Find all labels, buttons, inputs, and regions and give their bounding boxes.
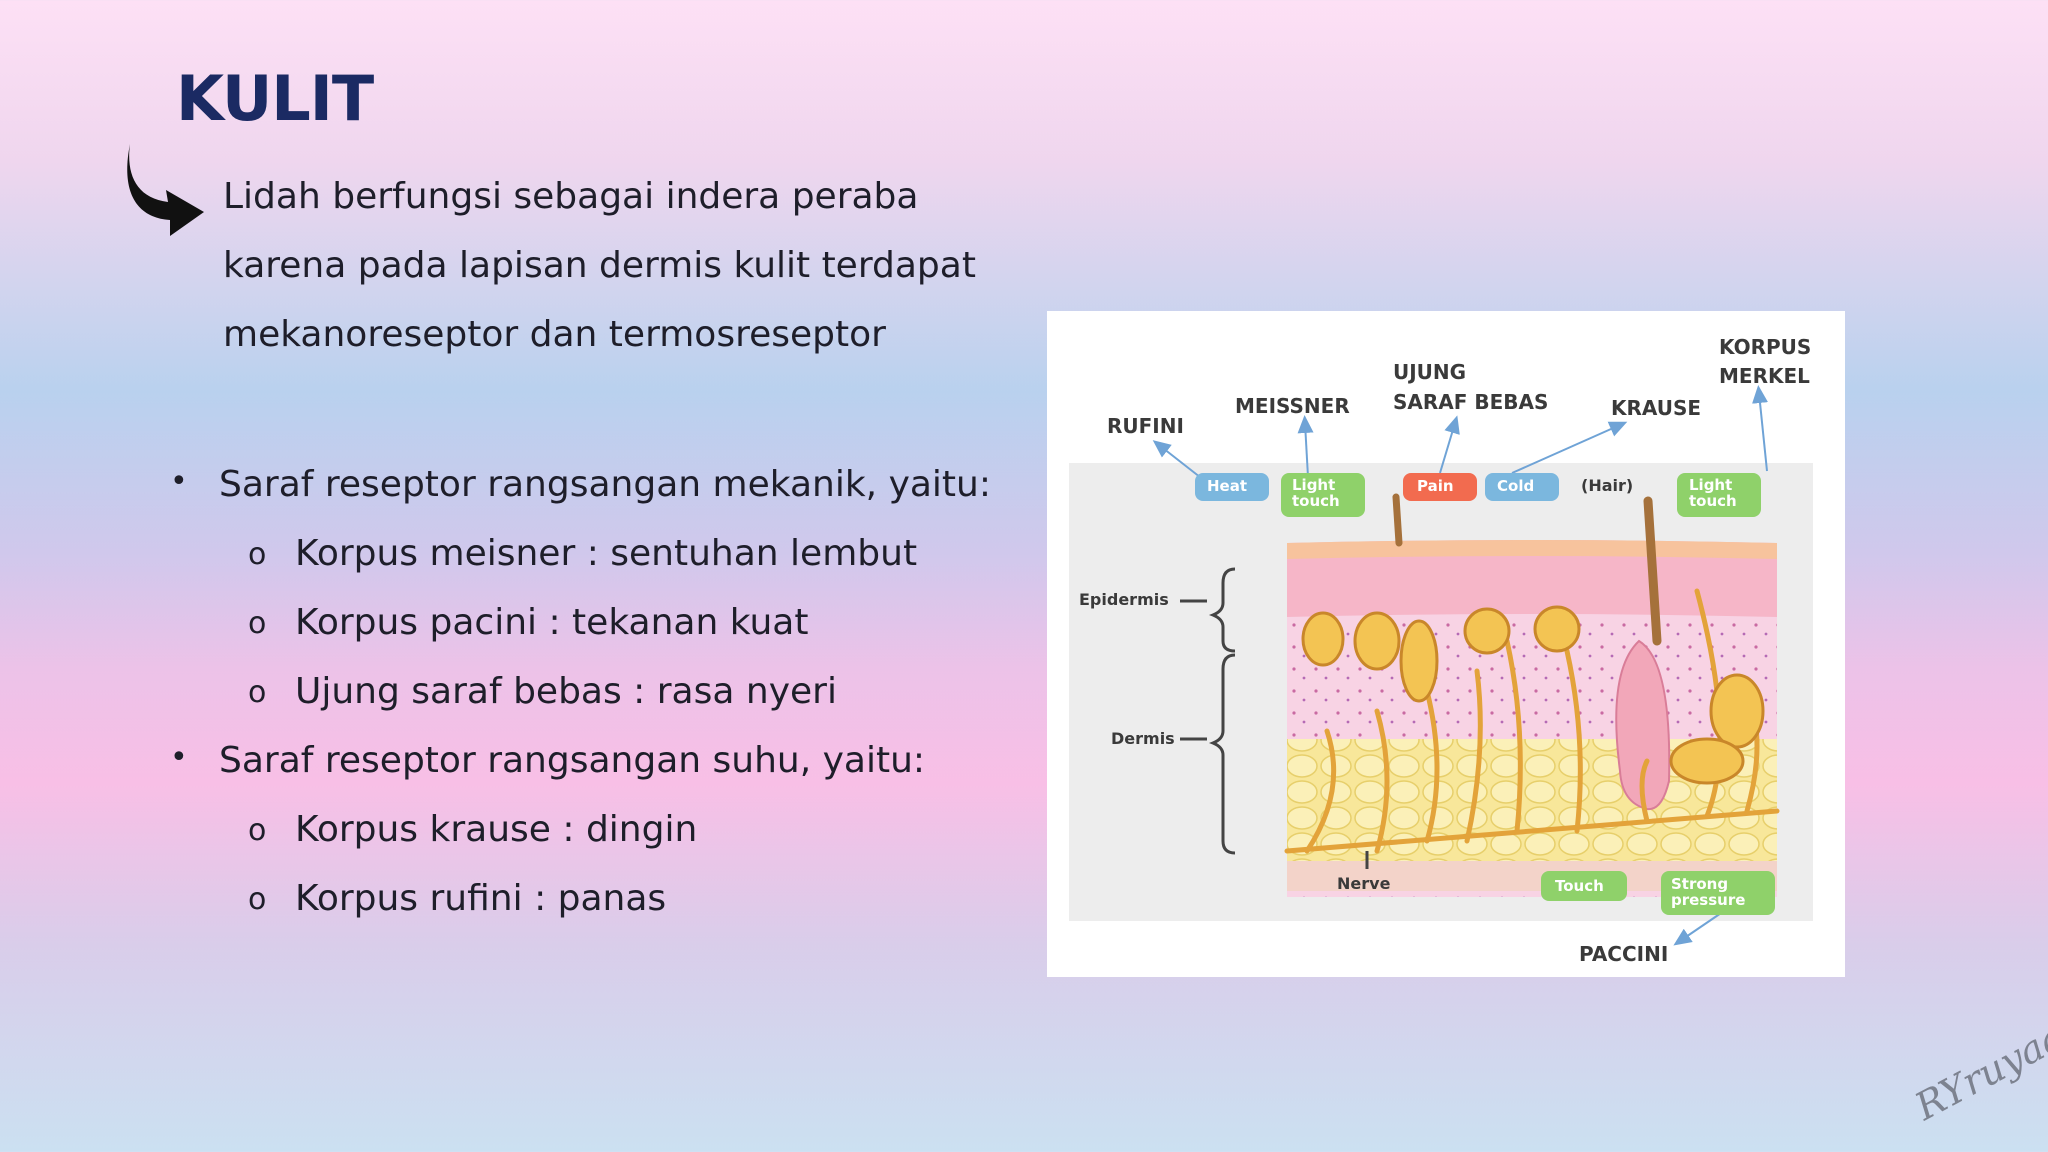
- tag-touch-text: Touch: [1555, 877, 1604, 895]
- tag-strong-text: Strong: [1671, 875, 1728, 893]
- tag-strong-pressure: Strong pressure: [1661, 871, 1775, 915]
- tag-cold-text: Cold: [1497, 477, 1534, 495]
- bullet-text: Saraf reseptor rangsangan suhu, yaitu:: [219, 740, 926, 781]
- intro-line: mekanoreseptor dan termosreseptor: [223, 314, 886, 355]
- tag-heat-text: Heat: [1207, 477, 1247, 495]
- tag-light-touch-2: Light touch: [1677, 473, 1761, 517]
- tag-pain-text: Pain: [1417, 477, 1454, 495]
- intro-line: Lidah berfungsi sebagai indera peraba: [223, 176, 919, 217]
- label-arrows: [1152, 385, 1768, 946]
- label-korpus: KORPUS: [1719, 335, 1811, 359]
- label-meissner: MEISSNER: [1235, 394, 1350, 418]
- sub-bullet-marker: o: [248, 882, 267, 917]
- tag-light-text: Light: [1689, 476, 1732, 494]
- intro-paragraph: Lidah berfungsi sebagai indera peraba ka…: [223, 162, 983, 369]
- layer-brackets: [1180, 567, 1369, 869]
- label-krause: KRAUSE: [1611, 396, 1701, 420]
- sub-bullet-marker: o: [248, 606, 267, 641]
- sub-bullet-text: Korpus meisner : sentuhan lembut: [295, 533, 918, 574]
- sub-bullet-text: Korpus rufini : panas: [295, 878, 667, 919]
- intro-line: karena pada lapisan dermis kulit terdapa…: [223, 245, 976, 286]
- label-paccini: PACCINI: [1579, 942, 1668, 966]
- receptor-corpuscles: [1301, 605, 1765, 785]
- sub-bullet-marker: o: [248, 537, 267, 572]
- label-ujung: UJUNG: [1393, 360, 1466, 384]
- sub-bullet-text: Korpus krause : dingin: [295, 809, 698, 850]
- sub-bullet-text: Ujung saraf bebas : rasa nyeri: [295, 671, 837, 712]
- slide-title: KULIT: [176, 62, 374, 135]
- bullet-marker: •: [170, 740, 188, 775]
- tag-light-touch-1: Light touch: [1281, 473, 1365, 517]
- tag-light-text: Light: [1292, 476, 1335, 494]
- hair-follicle: [1392, 493, 1671, 811]
- label-dermis: Dermis: [1111, 729, 1175, 748]
- bullet-text: Saraf reseptor rangsangan mekanik, yaitu…: [219, 464, 991, 505]
- watermark: RYruyaa: [1908, 1013, 2048, 1129]
- curved-arrow-icon: [127, 144, 204, 236]
- bullet-marker: •: [170, 464, 188, 499]
- label-saraf-bebas: SARAF BEBAS: [1393, 390, 1548, 414]
- label-merkel: MERKEL: [1719, 364, 1810, 388]
- label-epidermis: Epidermis: [1079, 590, 1169, 609]
- skin-receptor-diagram: RUFINI MEISSNER UJUNG SARAF BEBAS KRAUSE…: [1047, 311, 1845, 977]
- tag-heat: Heat: [1195, 473, 1269, 501]
- sub-bullet-marker: o: [248, 813, 267, 848]
- sub-bullet-text: Korpus pacini : tekanan kuat: [295, 602, 809, 643]
- tag-touch: Touch: [1541, 871, 1627, 901]
- sub-bullet-marker: o: [248, 675, 267, 710]
- tag-pressure-text: pressure: [1671, 891, 1745, 909]
- label-nerve: Nerve: [1337, 874, 1391, 893]
- skin-cross-section-illustration: RUFINI MEISSNER UJUNG SARAF BEBAS KRAUSE…: [1069, 335, 1813, 966]
- tag-pain: Pain: [1403, 473, 1477, 501]
- skin-block: [1287, 540, 1777, 897]
- label-rufini: RUFINI: [1107, 414, 1184, 438]
- tag-touch-text: touch: [1292, 492, 1340, 510]
- tag-hair-text: (Hair): [1581, 476, 1633, 495]
- tag-cold: Cold: [1485, 473, 1559, 501]
- tag-touch-text: touch: [1689, 492, 1737, 510]
